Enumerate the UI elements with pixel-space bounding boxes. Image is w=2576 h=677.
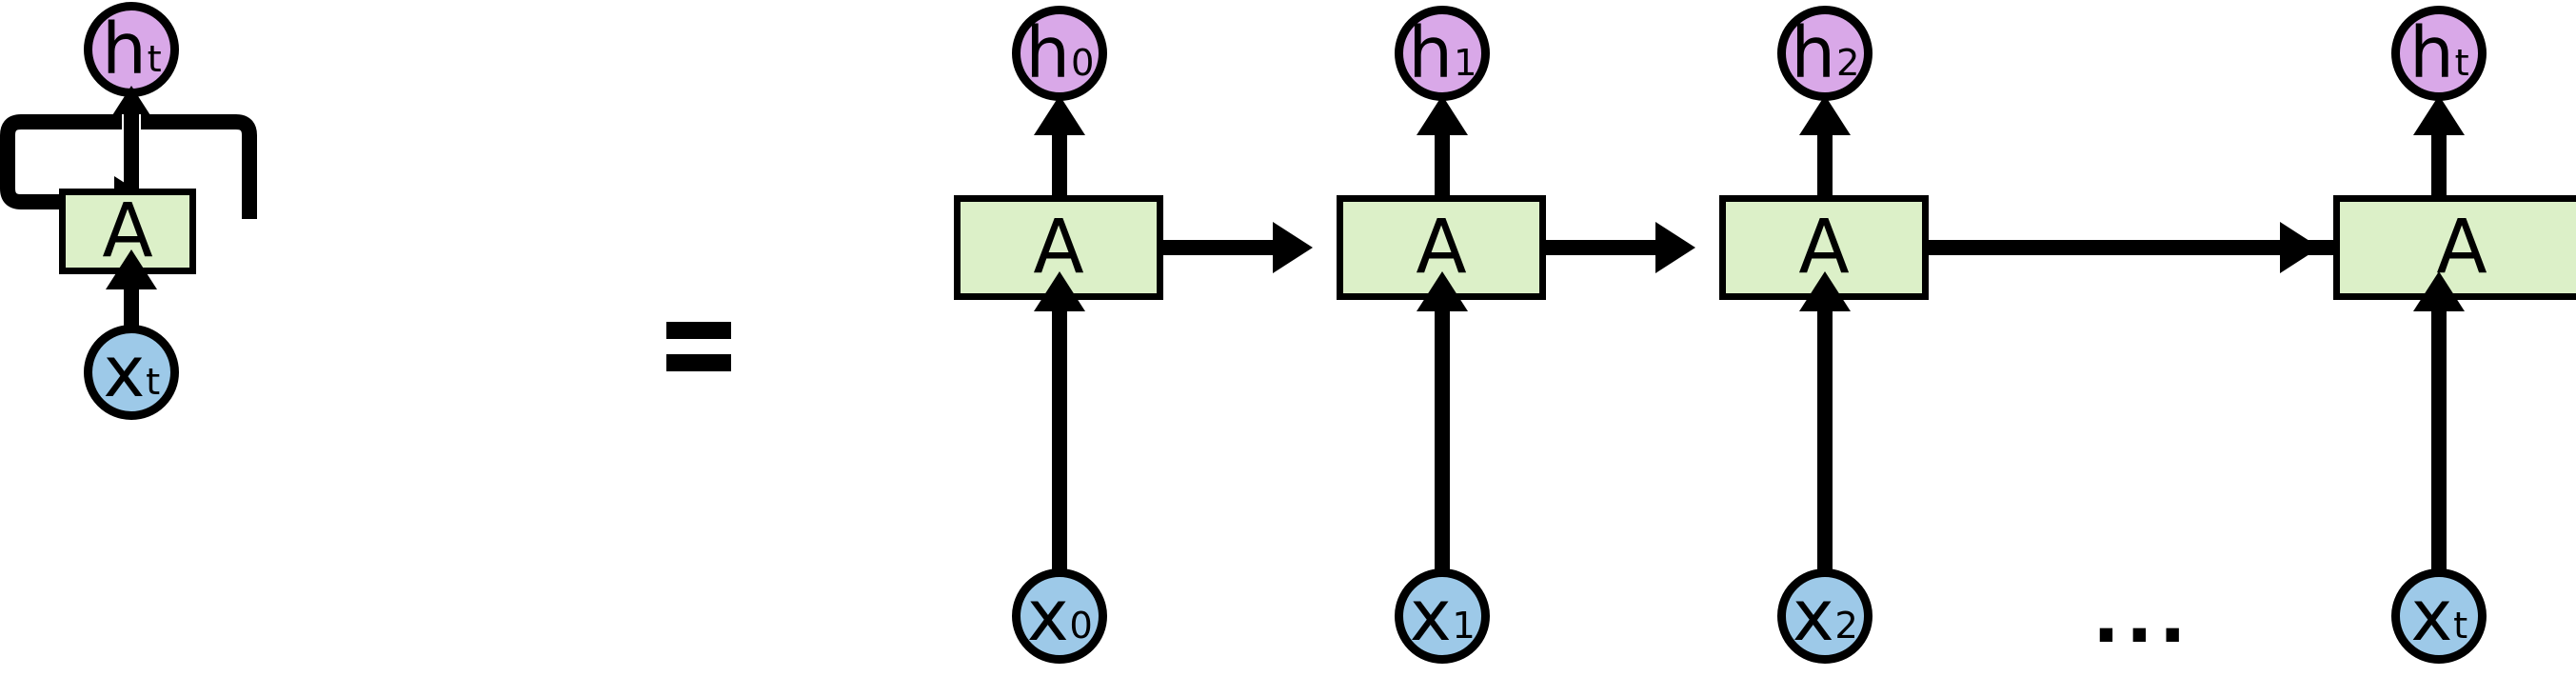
unrolled-state-arrow-head-2 — [2280, 222, 2320, 273]
unrolled-hidden-base-2: h — [1791, 12, 1836, 94]
equals-bar-bottom — [666, 354, 731, 371]
unrolled-input-base-0: x — [1026, 575, 1069, 657]
unrolled-input-shaft-1 — [1435, 309, 1450, 571]
unrolled-input-shaft-t — [2431, 309, 2447, 571]
unrolled-output-shaft-2 — [1817, 133, 1833, 195]
equals-sign — [666, 322, 731, 371]
unrolled-output-shaft-1 — [1435, 133, 1450, 195]
folded-self-loop — [0, 114, 257, 219]
unrolled-input-base-t: x — [2410, 575, 2453, 657]
unrolled-input-shaft-2 — [1817, 309, 1833, 571]
unrolled-output-head-1 — [1417, 95, 1468, 135]
folded-hidden-state-sub: t — [147, 38, 162, 82]
unrolled-state-arrow-shaft-1 — [1546, 240, 1660, 255]
unrolled-output-shaft-t — [2431, 133, 2447, 195]
folded-input-base: x — [103, 331, 146, 413]
unrolled-state-arrow-head-1 — [1655, 222, 1695, 273]
unrolled-input-head-t — [2413, 271, 2465, 311]
equals-bar-top — [666, 322, 731, 339]
unrolled-output-head-t — [2413, 95, 2465, 135]
unrolled-input-head-0 — [1034, 271, 1085, 311]
unrolled-state-arrow-head-0 — [1273, 222, 1313, 273]
folded-input-arrow-shaft — [124, 286, 139, 335]
unrolled-input-base-1: x — [1409, 575, 1452, 657]
unrolled-input-sub-2: 2 — [1834, 605, 1858, 648]
unrolled-hidden-sub-2: 2 — [1835, 42, 1860, 86]
unrolled-hidden-base-0: h — [1025, 12, 1071, 94]
unrolled-hidden-sub-0: 0 — [1070, 42, 1095, 86]
unrolled-state-arrow-shaft-0 — [1163, 240, 1278, 255]
unrolled-input-head-1 — [1417, 271, 1468, 311]
unrolled-input-sub-0: 0 — [1069, 605, 1093, 648]
unrolled-input-sub-1: 1 — [1452, 605, 1476, 648]
unrolled-hidden-base-t: h — [2409, 12, 2454, 94]
folded-input-arrow-head — [106, 249, 157, 289]
unrolled-output-shaft-0 — [1052, 133, 1067, 195]
unrolled-input-shaft-0 — [1052, 309, 1067, 367]
unrolled-output-head-2 — [1799, 95, 1851, 135]
folded-output-arrow-shaft-lower — [124, 114, 139, 190]
unrolled-hidden-sub-1: 1 — [1453, 42, 1477, 86]
sequence-ellipsis: ... — [2092, 574, 2192, 659]
folded-hidden-state-base: h — [102, 9, 147, 90]
unrolled-hidden-sub-t: t — [2454, 42, 2469, 86]
unrolled-input-sub-t: t — [2453, 605, 2468, 648]
unrolled-hidden-base-1: h — [1408, 12, 1454, 94]
unrolled-input-head-2 — [1799, 271, 1851, 311]
folded-input-sub: t — [146, 361, 161, 405]
unrolled-input-base-2: x — [1792, 575, 1834, 657]
unrolled-output-head-0 — [1034, 95, 1085, 135]
unrolled-input-shaft-long-0 — [1052, 367, 1067, 571]
